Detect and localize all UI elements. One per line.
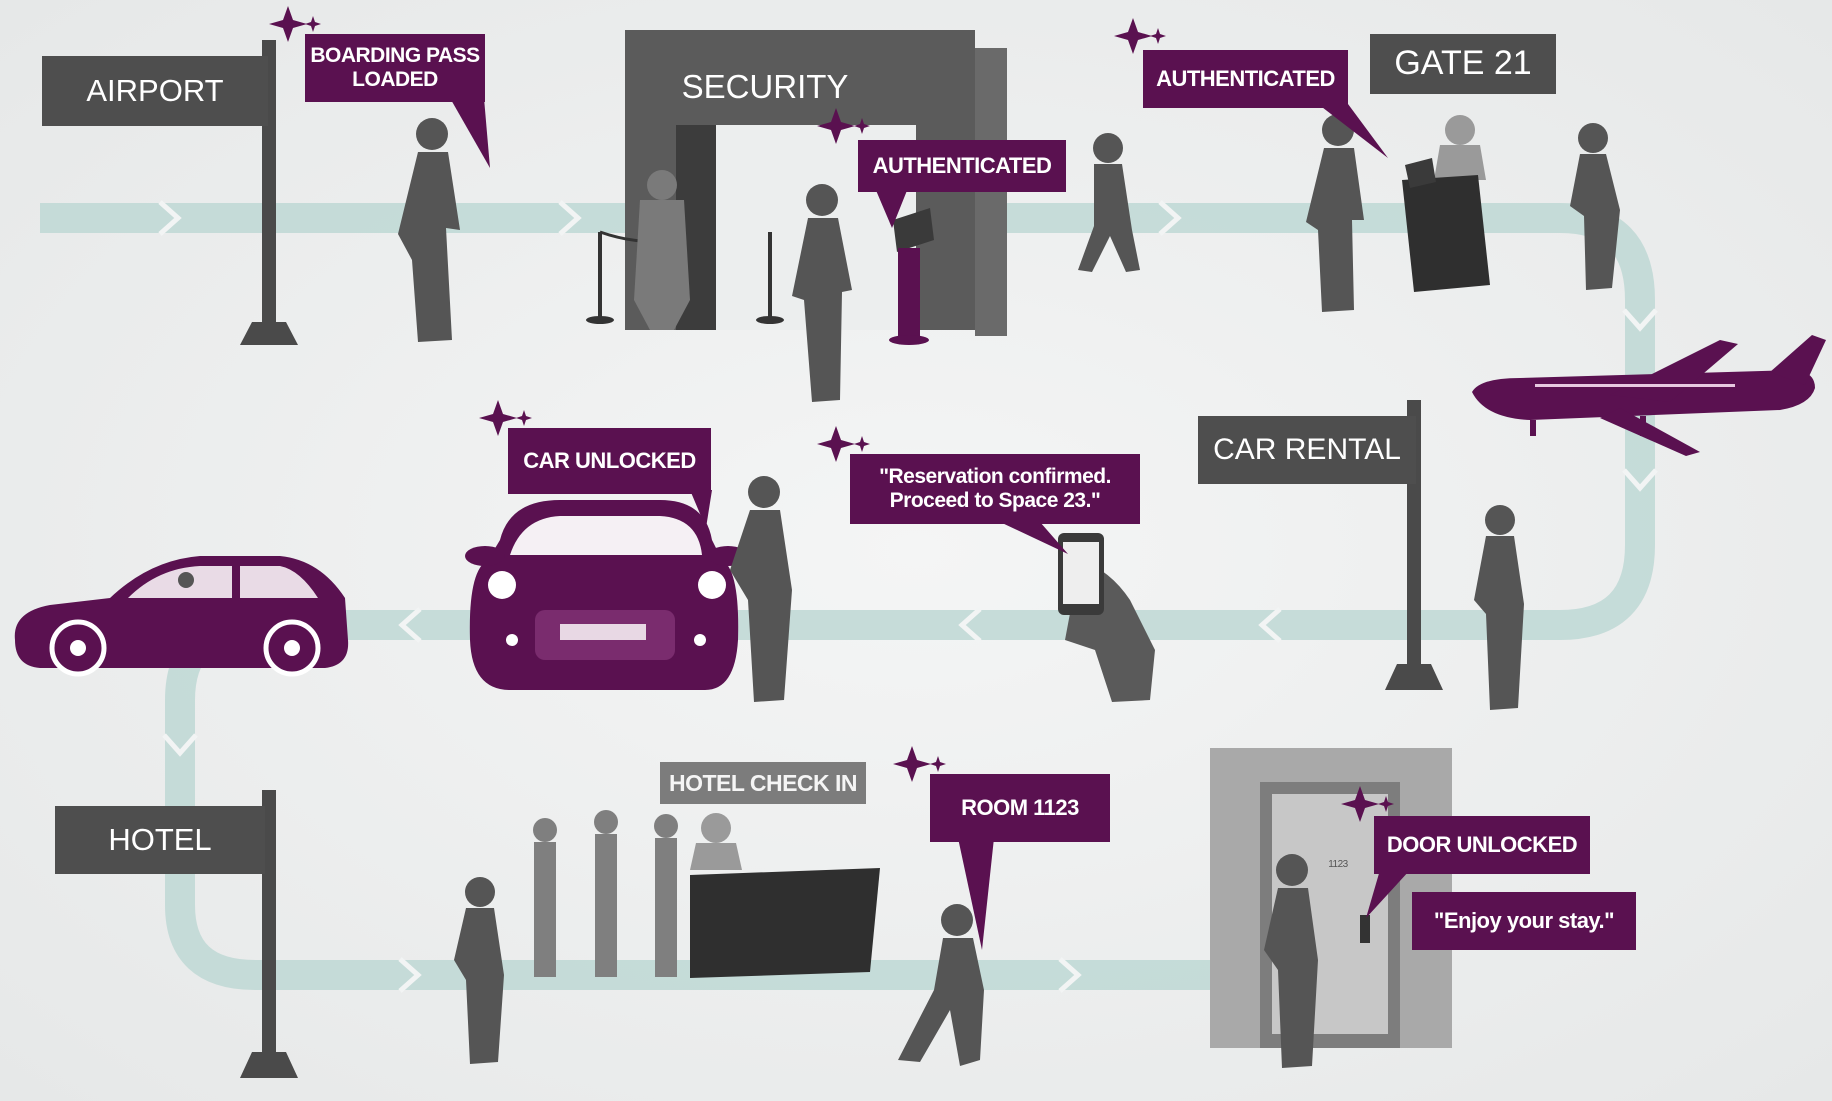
car-unlocked-bubble: CAR UNLOCKED [508,428,711,494]
room-bubble: ROOM 1123 [930,774,1110,842]
person-icon [1078,133,1140,272]
person-icon [398,118,460,342]
security-sign: SECURITY [681,68,849,106]
smartphone-icon [1058,533,1155,702]
enjoy-stay-bubble: "Enjoy your stay." [1412,892,1636,950]
reservation-bubble: "Reservation confirmed. Proceed to Space… [850,454,1140,524]
person-icon [1264,854,1318,1068]
authenticated-gate-bubble: AUTHENTICATED [1143,50,1348,108]
sparkle-icon-group [269,6,1394,822]
person-icon [1474,505,1524,710]
gate-sign: GATE 21 [1370,34,1556,94]
car-front-icon [465,500,748,690]
hotel-check-in-sign: HOTEL CHECK IN [660,762,866,804]
journey-path [40,203,1655,990]
traveler-figures [398,114,1620,1068]
authenticated-security-bubble: AUTHENTICATED [858,140,1066,192]
person-icon [730,476,792,702]
bubble-tails [450,98,1410,950]
boarding-pass-bubble: BOARDING PASS LOADED [305,34,485,102]
person-icon [792,184,852,402]
path-arrows [158,200,1658,993]
person-icon [1570,123,1620,290]
person-icon [454,877,504,1064]
airport-sign: AIRPORT [42,56,268,126]
person-icon [1306,114,1364,312]
door-number-plate: 1123 [1328,859,1348,871]
hotel-desk [533,810,880,978]
car-icon [14,556,349,677]
kiosk-icon [889,208,934,345]
person-icon [898,904,984,1066]
door-unlocked-bubble: DOOR UNLOCKED [1374,816,1590,874]
gate-desk [1402,115,1490,292]
airplane-icon [1472,335,1826,456]
hotel-sign: HOTEL [55,806,265,874]
car-rental-sign: CAR RENTAL [1198,416,1416,484]
